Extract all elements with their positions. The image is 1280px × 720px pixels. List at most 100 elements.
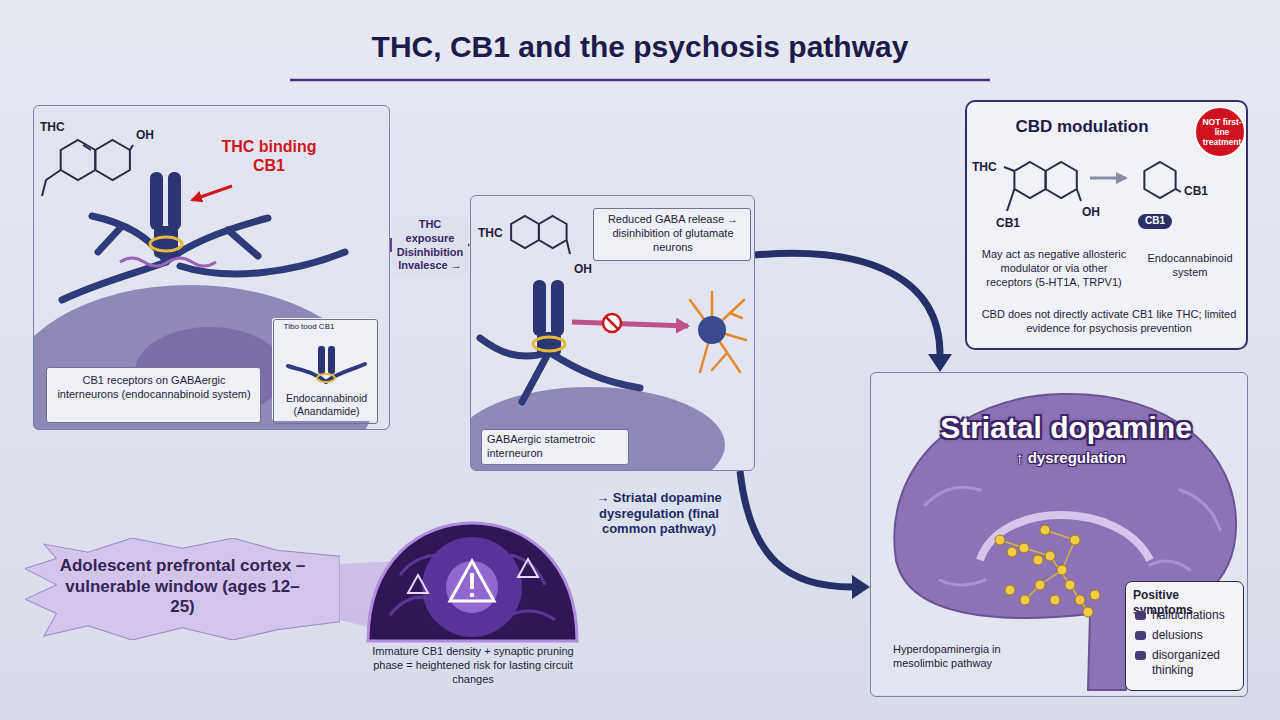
effect-box: Reduced GABA release → disinhibition of …	[593, 208, 751, 261]
system-label: Endocannabinoid system	[1140, 252, 1240, 280]
pathway-arrow	[740, 471, 852, 587]
illustration-part	[62, 262, 166, 300]
risk-text: Immature CB1 density + synaptic pruning …	[368, 645, 578, 686]
receptor-pill: CB1	[1138, 214, 1172, 229]
illustration-part	[62, 216, 345, 300]
illustration-part	[33, 105, 390, 430]
callout-text: THC binding CB1	[213, 137, 325, 175]
illustration-part	[42, 170, 61, 196]
illustration-part	[1025, 530, 1075, 600]
illustration-part	[539, 216, 567, 248]
striatal-panel: Striatal dopamine↑ dysregulationHyperdop…	[870, 372, 1248, 697]
illustration-part	[1007, 547, 1017, 557]
warning-triangle	[450, 561, 494, 601]
molecule-label: THC	[972, 160, 997, 175]
molecule-label: THC	[478, 226, 503, 241]
illustration-part	[533, 280, 546, 336]
callout-arrow	[192, 186, 232, 200]
illustration-part	[120, 258, 216, 266]
illustration-part	[1019, 543, 1029, 553]
illustration-part	[1004, 167, 1014, 171]
symptom-item: hallucinations	[1152, 608, 1242, 623]
molecule-label: CB1	[996, 216, 1020, 231]
illustration-part	[533, 280, 564, 356]
illustration-part	[470, 387, 725, 470]
disinhibition-panel: GABAergic stametroic interneuronReduced …	[470, 195, 755, 471]
caption-text: CB1 receptors on GABAergic interneurons …	[54, 374, 254, 402]
illustration-part	[150, 172, 181, 258]
illustration-part	[272, 318, 377, 421]
badge-text: NOT first-line treatment	[1198, 118, 1246, 147]
illustration-part	[317, 374, 335, 382]
dome-shape	[368, 523, 577, 641]
title-underline	[290, 79, 990, 82]
illustration-part	[1057, 565, 1067, 575]
illustration-part	[480, 338, 640, 402]
illustration-part	[567, 240, 570, 254]
illustration-part	[1144, 162, 1175, 198]
illustration-part	[1150, 561, 1190, 570]
panel-heading: Striatal dopamine	[916, 409, 1216, 447]
illustration-part	[130, 145, 133, 150]
inset-label: Tibo tood CB1	[278, 322, 340, 331]
illustration-part	[1065, 580, 1075, 590]
illustration-part	[606, 317, 618, 329]
illustration-part	[154, 226, 178, 258]
illustration-part	[549, 352, 640, 388]
illustration-part	[83, 145, 91, 150]
illustration-part	[1176, 189, 1181, 192]
warning-badge: NOT first-line treatment	[1194, 106, 1246, 158]
illustration-part	[1180, 490, 1220, 530]
illustration-part	[603, 314, 621, 332]
illustration-part	[228, 230, 258, 256]
warning-triangle	[408, 575, 428, 593]
thc-molecule	[511, 216, 570, 254]
glow	[446, 561, 498, 613]
symptom-item: delusions	[1152, 628, 1242, 643]
illustration-part	[168, 172, 181, 230]
diagram-title: THC, CB1 and the psychosis pathway	[290, 28, 990, 66]
illustration-part	[980, 515, 1150, 560]
atom-label: OH	[136, 128, 154, 143]
vulnerability-band: Adolescent prefrontal cortex – vulnerabl…	[25, 538, 340, 640]
subheading: ↑ dysregulation	[991, 449, 1151, 468]
molecule-label: CB1	[1184, 184, 1208, 199]
illustration-part	[572, 322, 688, 326]
illustration-part	[1070, 535, 1080, 545]
bullet-icon	[1135, 611, 1146, 620]
illustration-part	[551, 280, 564, 336]
illustration-part	[150, 172, 163, 230]
illustration-part	[1014, 162, 1045, 198]
illustration-part	[870, 372, 1248, 695]
cbd-molecules	[1004, 162, 1181, 211]
illustration-part	[1040, 525, 1050, 535]
thc-molecule	[42, 140, 133, 196]
binding-panel: THC binding CB1CB1 receptors on GABAergi…	[33, 105, 390, 430]
illustration-part	[690, 292, 746, 372]
illustration-part	[1075, 595, 1085, 605]
illustration-part	[318, 346, 325, 374]
illustration-part	[1000, 530, 1088, 612]
illustration-part	[1077, 189, 1081, 201]
illustration-part	[730, 313, 742, 318]
illustration-part	[995, 525, 1100, 617]
illustration-part	[1007, 189, 1014, 211]
illustration-part	[150, 237, 182, 251]
band-text: Adolescent prefrontal cortex – vulnerabl…	[55, 556, 310, 618]
illustration-part	[1033, 555, 1043, 565]
symptom-box: Positive symptomshallucinationsdelusions…	[1125, 581, 1244, 691]
illustration-part	[533, 337, 565, 351]
illustration-part	[925, 487, 1220, 585]
illustration-part	[522, 352, 549, 402]
illustration-part	[33, 285, 375, 430]
modulation-arrow	[1090, 177, 1126, 180]
illustration-part	[925, 487, 980, 505]
edge-label: → Striatal dopamine dysregulation (final…	[588, 488, 730, 539]
illustration-part	[288, 364, 365, 382]
inset-caption: Endocannabinoid (Anandamide)	[278, 392, 375, 417]
brain-fold	[390, 555, 555, 620]
illustration-part	[940, 580, 985, 585]
effect-text: Reduced GABA release → disinhibition of …	[599, 213, 747, 254]
atom-label: OH	[1082, 205, 1100, 220]
